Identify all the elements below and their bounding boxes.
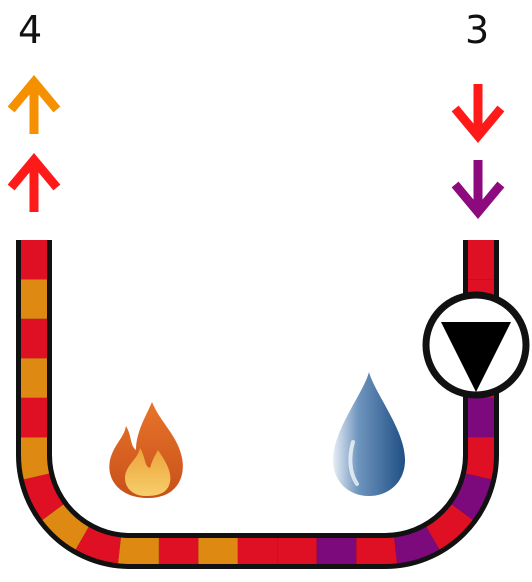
- up-arrow-icon: [7, 74, 61, 113]
- down-arrow-icon: [451, 181, 505, 220]
- pipe-segment-red: [21, 240, 494, 564]
- pipe-segment-red: [21, 240, 494, 564]
- pipe-segment-red: [21, 240, 494, 564]
- pipe-segment-red: [21, 240, 494, 564]
- pipe-segment-orange: [21, 240, 494, 564]
- pipe-segment-red: [21, 240, 494, 564]
- pipe-segments: [21, 240, 494, 564]
- pipe-segment-purple: [21, 240, 494, 564]
- pipe-segment-purple: [21, 240, 494, 564]
- up-arrow-icon: [7, 152, 61, 191]
- inlet-count: 3: [465, 8, 490, 52]
- pipe-segment-orange: [21, 240, 494, 564]
- pipe-segment-red: [21, 240, 494, 564]
- pipe-segment-red: [21, 240, 494, 564]
- pipe-segment-orange: [21, 240, 494, 564]
- pipe-segment-purple: [21, 240, 494, 564]
- water-drop-icon: [333, 372, 405, 496]
- outlet-count: 4: [18, 8, 43, 52]
- pipe-segment-purple: [21, 240, 494, 564]
- pipe-segment-red: [21, 240, 494, 564]
- pump-valve[interactable]: [422, 291, 530, 399]
- pipe-segment-red: [21, 240, 494, 564]
- pipe-segment-orange: [21, 240, 494, 564]
- fire-icon: [109, 402, 183, 498]
- flow-arrows: [7, 74, 505, 220]
- pipe-segment-orange: [21, 240, 494, 564]
- pipe-segment-red: [21, 240, 494, 564]
- pipe-segment-purple: [21, 240, 494, 564]
- down-arrow-icon: [451, 105, 505, 144]
- pipe-outline: [16, 240, 499, 569]
- pipe-segment-red: [21, 240, 494, 564]
- pipe-segment-red: [21, 240, 494, 564]
- pipe-segment-orange: [21, 240, 494, 564]
- down-triangle-valve-icon: [441, 322, 511, 392]
- pipe-segment-red: [21, 240, 494, 564]
- pipe-segment-red: [21, 240, 494, 564]
